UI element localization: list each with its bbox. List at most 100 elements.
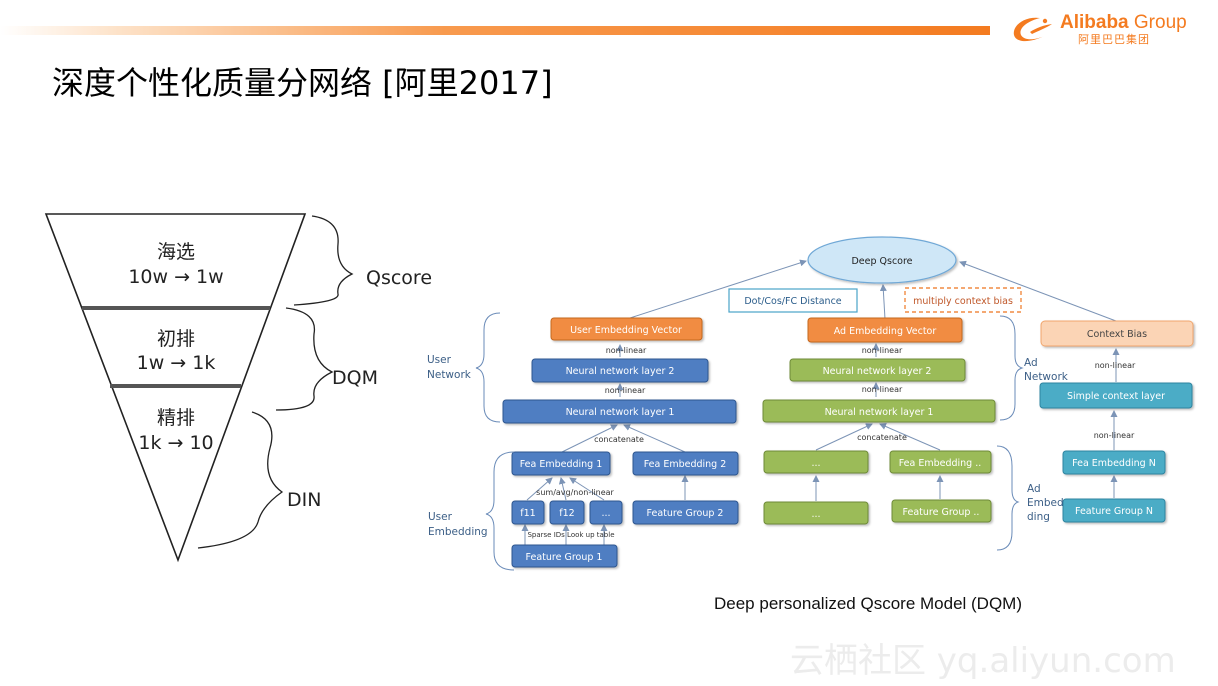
edge-user-to-qscore [626,259,807,320]
user-dots-node [589,500,623,525]
ad-dots-top-label: ... [811,458,820,469]
context-feature-group-n-label: Feature Group N [1075,506,1153,517]
funnel-stage-2-range: 1w → 1k [137,352,216,374]
ad-fea-embedding-label: Fea Embedding .. [899,458,982,469]
user-f11-node [511,500,545,525]
edge-label-ad-concatenate: concatenate [857,433,907,442]
ad-embedding-label-line1: Ad [1027,483,1041,495]
funnel-stage-3-range: 1k → 10 [138,432,213,454]
header-accent-bar [0,26,990,35]
ad-feature-group-node [891,499,992,523]
edge-ad-to-qscore [879,284,887,320]
edge-label-context-nonlinear-bottom: non-linear [1094,431,1135,440]
edge-ad-dots-concat [815,423,873,451]
brace-label-din: DIN [287,489,321,511]
ad-fea-embedding-node [889,450,992,474]
dqm-diagram: Deep Qscore Dot/Cos/FC Distance multiply… [427,236,1194,571]
user-network-bracket [475,312,501,423]
funnel-stage-2-name: 初排 [157,328,195,350]
user-feature-group-2-label: Feature Group 2 [647,508,724,519]
distance-box [728,288,858,313]
user-fea-embedding-1-label: Fea Embedding 1 [520,459,603,470]
user-embedding-vector-node [550,317,703,341]
edge-fea1-concat [561,424,618,453]
funnel-stage-1-name: 海选 [157,241,195,263]
edge-fea2-concat [623,424,686,453]
ad-embedding-vector-label: Ad Embedding Vector [834,326,937,337]
multiply-bias-box [904,287,1022,313]
edge-label-ad-nonlinear-top: non-linear [862,346,903,355]
ad-dots-bottom-node [763,501,869,525]
funnel-stage-3-name: 精排 [157,407,195,429]
edge-ad-fea-concat [879,423,941,451]
brace-label-qscore: Qscore [366,267,432,289]
ad-nn-layer-1-node [762,399,996,423]
side-brackets [475,312,1024,571]
user-fea-embedding-2-label: Fea Embedding 2 [644,459,727,470]
logo-wordmark: Alibaba Group [1060,12,1187,34]
context-bias-node [1040,320,1194,347]
edge-label-sum-avg: sum/avg/non-linear [536,488,614,497]
context-fea-embedding-n-node [1062,450,1166,475]
logo-chinese: 阿里巴巴集团 [1078,33,1150,46]
brace-din [197,411,284,549]
user-f12-node [549,500,585,525]
simple-context-layer-label: Simple context layer [1067,391,1165,402]
user-network-label-line1: User [427,354,452,366]
user-f12-label: f12 [559,508,574,519]
edge-label-context-nonlinear-top: non-linear [1095,361,1136,370]
edge-label-user-nonlinear-mid: non-linear [605,386,646,395]
user-nn-layer-1-label: Neural network layer 1 [566,407,675,418]
ad-nn-layer-2-label: Neural network layer 2 [823,366,932,377]
edge-label-sparse-lookup: Sparse IDs Look up table [527,531,614,539]
ad-dots-bottom-label: ... [811,509,820,520]
user-nn-layer-2-node [531,358,709,383]
user-embedding-label-line1: User [428,511,453,523]
funnel-braces [197,215,354,549]
funnel: 海选 10w → 1w 初排 1w → 1k 精排 1k → 10 [44,213,307,563]
brace-qscore [293,215,354,306]
user-feature-group-1-node [511,544,618,568]
ad-embedding-bracket [996,445,1020,551]
user-embedding-bracket [485,451,515,571]
user-embedding-vector-label: User Embedding Vector [570,325,682,336]
edge-f12-up [558,477,567,501]
edge-label-ad-nonlinear-mid: non-linear [862,385,903,394]
ad-feature-group-label: Feature Group .. [903,507,980,518]
brace-dqm [275,307,334,411]
edge-f11-up [526,477,553,501]
multiply-bias-label: multiply context bias [913,296,1013,307]
user-fea-embedding-1-node [511,451,611,476]
edge-label-user-nonlinear-top: non-linear [606,346,647,355]
ad-network-label-line2: Network [1024,371,1069,383]
user-nn-layer-2-label: Neural network layer 2 [566,366,675,377]
user-f11-label: f11 [520,508,535,519]
page-title: 深度个性化质量分网络 [阿里2017] [52,64,553,102]
context-bias-label: Context Bias [1087,329,1147,340]
alibaba-logo-icon [1013,17,1052,42]
logo-name: Alibaba [1060,12,1129,33]
ad-dots-top-node [763,450,869,474]
logo-group: Group [1133,12,1187,33]
context-feature-group-n-node [1062,498,1166,523]
ad-embedding-label-line3: ding [1027,511,1050,523]
ad-embedding-vector-node [807,317,963,343]
context-fea-embedding-n-label: Fea Embedding N [1072,458,1156,469]
simple-context-layer-node [1039,382,1193,409]
deep-qscore-label: Deep Qscore [851,256,912,267]
user-network-label-line2: Network [427,369,472,381]
user-fea-embedding-2-node [632,451,739,476]
connectors [521,259,1120,545]
edge-label-user-concatenate: concatenate [594,435,644,444]
ad-nn-layer-1-label: Neural network layer 1 [825,407,934,418]
user-dots-label: ... [601,508,610,519]
user-feature-group-2-node [632,500,739,525]
user-nn-layer-1-node [502,399,737,424]
edge-dots-up [569,477,605,501]
deep-qscore-node [807,236,957,284]
diagram-caption: Deep personalized Qscore Model (DQM) [714,594,1023,613]
user-feature-group-1-label: Feature Group 1 [526,552,603,563]
funnel-stage-1-range: 10w → 1w [128,266,223,288]
ad-embedding-label-line2: Embed [1027,497,1064,509]
watermark: 云栖社区 yq.aliyun.com [790,641,1176,681]
